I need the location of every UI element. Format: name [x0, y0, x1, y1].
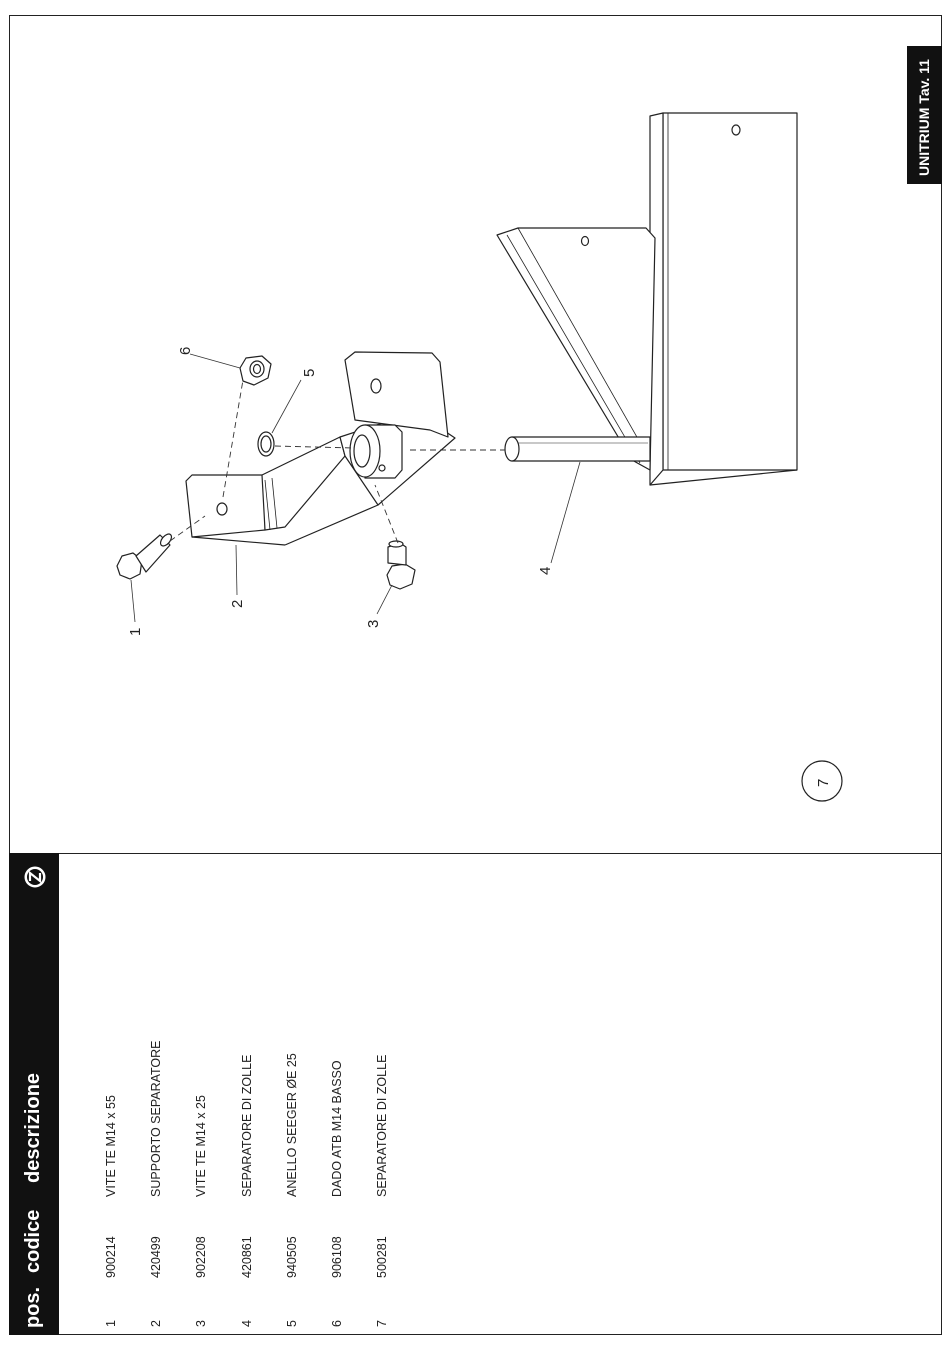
gusset-plate	[497, 228, 655, 470]
callout-4: 4	[537, 567, 554, 575]
callout-3: 3	[365, 620, 382, 628]
support-bracket-part-2	[186, 352, 455, 545]
bolt-part-3	[387, 541, 415, 589]
bracket-hub	[350, 425, 402, 478]
callout-2: 2	[229, 600, 246, 608]
callout-6: 6	[177, 347, 194, 355]
callout-1: 1	[127, 628, 144, 636]
callout-5: 5	[301, 369, 318, 377]
nut-part-6	[240, 356, 271, 385]
seeger-ring-part-5	[258, 432, 274, 456]
shaft-part-4	[505, 437, 650, 461]
callout-7: 7	[815, 779, 832, 787]
bolt-part-1	[117, 532, 174, 579]
base-plate	[650, 113, 797, 485]
